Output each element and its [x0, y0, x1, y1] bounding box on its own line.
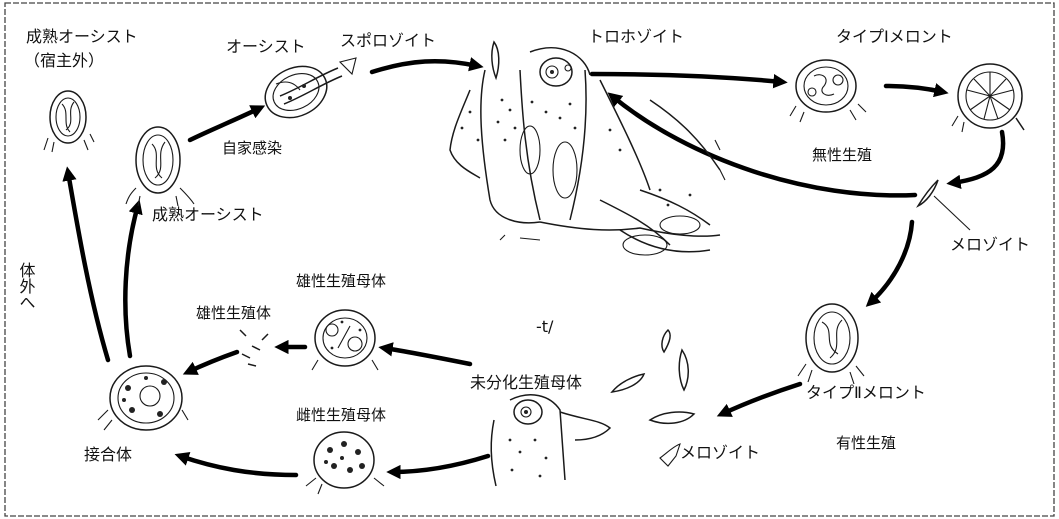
arrow-merozoite-to-type2	[870, 222, 912, 303]
arrow-undiff-to-macrogamont	[392, 456, 488, 472]
microgametes-drawing	[240, 330, 268, 366]
label-merozoite-1: メロゾイト	[950, 235, 1030, 254]
label-mature-oocyst-outside: 成熟オーシスト	[26, 27, 138, 46]
arrow-trophozoite-to-type1	[592, 74, 782, 82]
label-trophozoite: トロホゾイト	[588, 27, 684, 46]
label-outside-host: （宿主外）	[24, 51, 104, 70]
label-merozoite-2: メロゾイト	[680, 443, 760, 462]
type2-meront-drawing	[798, 304, 864, 384]
zygote-drawing	[98, 366, 188, 430]
mature-oocyst-outside-drawing	[44, 91, 94, 152]
arrow-type1-to-mature-meront	[886, 86, 943, 92]
mature-oocyst-drawing	[126, 127, 194, 206]
arrow-zygote-excretion	[68, 172, 108, 360]
merozoite-1-drawing	[918, 180, 970, 230]
arrow-zygote-to-mature-oocyst	[125, 205, 138, 356]
arrow-undiff-to-microgamont	[384, 348, 470, 364]
arrow-oocyst-to-sporozoite	[372, 61, 478, 72]
label-sexual-reproduction: 有性生殖	[836, 434, 896, 452]
arrow-mature-oocyst-to-oocyst	[190, 108, 260, 140]
mature-meront-drawing	[952, 64, 1024, 132]
label-stray-mark: -t/	[536, 317, 554, 336]
microgamont-drawing	[312, 310, 378, 370]
label-microgamete: 雄性生殖体	[196, 304, 271, 322]
macrogamont-drawing	[306, 432, 384, 494]
label-macrogamont: 雌性生殖母体	[296, 406, 386, 424]
label-zygote: 接合体	[84, 445, 132, 464]
label-autoinfection: 自家感染	[222, 139, 282, 157]
label-sporozoite: スポロゾイト	[340, 31, 436, 50]
label-asexual-reproduction: 無性生殖	[812, 146, 872, 164]
label-mature-oocyst: 成熟オーシスト	[152, 205, 264, 224]
arrow-meront-down	[952, 132, 1003, 183]
cycle-arrows	[68, 61, 1003, 475]
type1-meront-drawing	[790, 60, 866, 122]
arrow-macrogamont-to-zygote	[180, 456, 296, 475]
label-oocyst: オーシスト	[226, 37, 306, 56]
label-undifferentiated-gamont: 未分化生殖母体	[470, 373, 582, 392]
oocyst-drawing	[257, 57, 356, 128]
arrow-microgamete-to-zygote	[188, 352, 237, 372]
label-type2-meront: タイプⅡメロント	[806, 383, 926, 402]
arrow-type2-to-merozoite	[722, 384, 800, 414]
label-excretion-vertical: 体外へ	[17, 262, 36, 310]
diagram-frame	[5, 3, 1054, 516]
diagram-labels: 成熟オーシスト （宿主外） オーシスト スポロゾイト トロホゾイト タイプⅠメロ…	[17, 27, 1031, 464]
undifferentiated-gamont-drawing	[491, 330, 694, 486]
label-microgamont: 雄性生殖母体	[296, 272, 386, 290]
label-type1-meront: タイプⅠメロント	[836, 27, 953, 46]
